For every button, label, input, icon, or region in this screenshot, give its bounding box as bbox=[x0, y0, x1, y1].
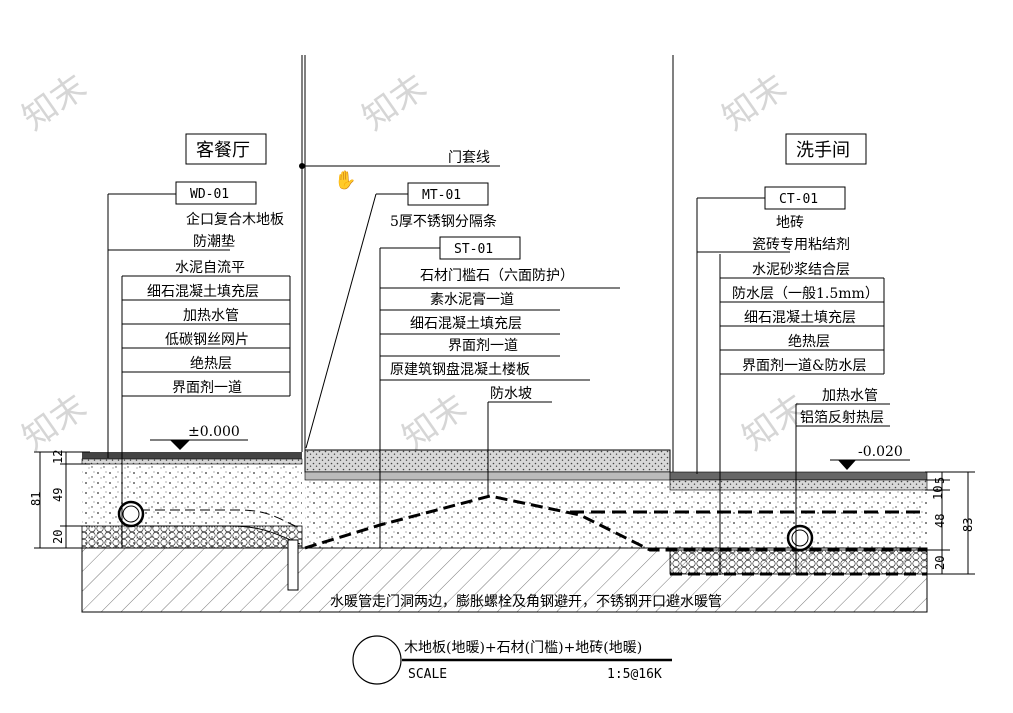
right-insulation bbox=[669, 549, 928, 575]
watermark: 知末 bbox=[355, 67, 434, 139]
right-layer-4: 防水层（一般1.5mm） bbox=[732, 286, 879, 302]
level-marker-left bbox=[170, 440, 190, 450]
left-insulation bbox=[81, 525, 303, 549]
watermark: 知末 bbox=[15, 67, 94, 139]
watermark: 知末 bbox=[715, 67, 794, 139]
watermark: 知末 bbox=[395, 387, 474, 459]
detail-title: 木地板(地暖)+石材(门槛)+地砖(地暖) bbox=[404, 640, 642, 656]
mt-tag: MT-01 bbox=[422, 188, 461, 203]
right-floor-tile bbox=[669, 471, 928, 481]
level-left: ±0.000 bbox=[188, 424, 240, 440]
heating-pipe-right bbox=[786, 524, 814, 552]
left-layer-7: 绝热层 bbox=[190, 356, 232, 372]
st-layer-4: 界面剂一道 bbox=[448, 338, 518, 354]
st-layer-2: 素水泥膏一道 bbox=[430, 291, 514, 308]
scale-label: SCALE bbox=[408, 667, 447, 682]
right-layer-1: 地砖 bbox=[776, 215, 804, 231]
right-dim-1: 5 bbox=[933, 477, 947, 484]
detail-circle bbox=[352, 635, 402, 685]
left-layer-8: 界面剂一道 bbox=[172, 380, 242, 396]
left-layer-5: 加热水管 bbox=[183, 308, 239, 324]
heating-pipe-route bbox=[140, 509, 301, 529]
watermark: 知末 bbox=[15, 387, 94, 459]
right-dim-2: 10 bbox=[931, 486, 945, 500]
right-annotations: 洗手间 CT-01 地砖 瓷砖专用粘结剂 水泥砂浆结合层 防水层（一般1.5mm… bbox=[696, 133, 975, 575]
left-dim-total: 81 bbox=[29, 492, 43, 506]
left-tag: WD-01 bbox=[190, 187, 229, 202]
title-block: 木地板(地暖)+石材(门槛)+地砖(地暖) SCALE 1:5@16K bbox=[352, 635, 672, 685]
heating-pipe-left bbox=[117, 500, 145, 528]
waterproof-slope-line bbox=[304, 494, 927, 552]
left-wood-floor bbox=[82, 452, 302, 459]
right-layer-6: 绝热层 bbox=[788, 334, 830, 350]
right-layer-8: 加热水管 bbox=[822, 388, 878, 404]
level-right: -0.020 bbox=[858, 444, 903, 460]
st-layer-1: 石材门槛石（六面防护） bbox=[420, 268, 574, 284]
left-dim-1: 12 bbox=[51, 450, 65, 464]
mt-desc: 5厚不锈钢分隔条 bbox=[390, 213, 497, 230]
left-layer-2: 防潮垫 bbox=[193, 234, 235, 250]
right-dim-total: 83 bbox=[961, 518, 975, 532]
left-annotations: 客餐厅 WD-01 企口复合木地板 防潮垫 水泥自流平 细石混凝土填充层 加热水… bbox=[29, 133, 291, 549]
scale-value: 1:5@16K bbox=[607, 667, 662, 682]
right-layer-7: 界面剂一道&防水层 bbox=[742, 358, 866, 374]
right-dim-3: 48 bbox=[933, 514, 947, 528]
level-marker-right bbox=[838, 460, 856, 470]
st-layer-5: 原建筑钢盘混凝土楼板 bbox=[390, 361, 530, 378]
st-tag: ST-01 bbox=[454, 242, 493, 257]
middle-annotations: 门套线 ✋ MT-01 5厚不锈钢分隔条 ST-01 石材门槛石（六面防护） 素… bbox=[299, 150, 620, 548]
hand-icon: ✋ bbox=[334, 169, 356, 191]
right-layer-5: 细石混凝土填充层 bbox=[744, 310, 856, 326]
floor-section bbox=[81, 55, 928, 613]
left-dim-3: 20 bbox=[51, 530, 65, 544]
right-dim-4: 20 bbox=[933, 556, 947, 570]
watermark-group: 知末 知末 知末 知末 知末 知末 bbox=[15, 67, 814, 459]
waterproof-slope-label: 防水坡 bbox=[490, 386, 532, 402]
left-layer-3: 水泥自流平 bbox=[175, 260, 245, 276]
left-dim-2: 49 bbox=[51, 488, 65, 502]
room-label-left: 客餐厅 bbox=[196, 140, 250, 161]
right-tag: CT-01 bbox=[779, 192, 818, 207]
right-layer-3: 水泥砂浆结合层 bbox=[752, 262, 850, 278]
left-layer-4: 细石混凝土填充层 bbox=[147, 284, 259, 300]
left-layer-1: 企口复合木地板 bbox=[186, 211, 284, 228]
right-layer-9: 铝箔反射热层 bbox=[800, 410, 884, 426]
st-layer-3: 细石混凝土填充层 bbox=[410, 316, 522, 332]
door-line-label: 门套线 bbox=[448, 150, 490, 166]
anchor-bolt bbox=[287, 539, 299, 591]
bottom-note: 水暖管走门洞两边，膨胀螺栓及角钢避开，不锈钢开口避水暖管 bbox=[330, 593, 722, 610]
left-layer-6: 低碳钢丝网片 bbox=[165, 332, 249, 348]
right-layer-2: 瓷砖专用粘结剂 bbox=[752, 237, 850, 253]
room-label-right: 洗手间 bbox=[796, 140, 850, 161]
